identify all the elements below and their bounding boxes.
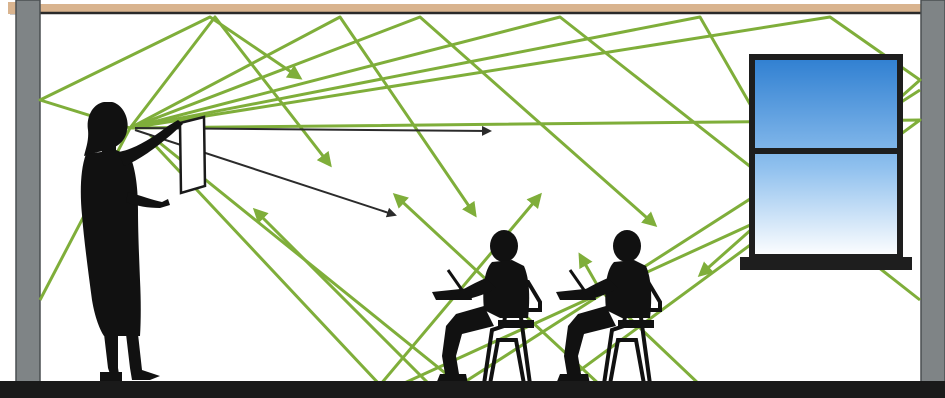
whiteboard (180, 117, 205, 193)
left-wall (16, 0, 40, 382)
window (740, 57, 912, 270)
window-sill (740, 257, 912, 270)
floor (0, 381, 945, 398)
whiteboard-panel (180, 117, 205, 193)
window-glass (752, 57, 900, 257)
right-wall (921, 0, 945, 382)
ceiling (10, 4, 923, 13)
